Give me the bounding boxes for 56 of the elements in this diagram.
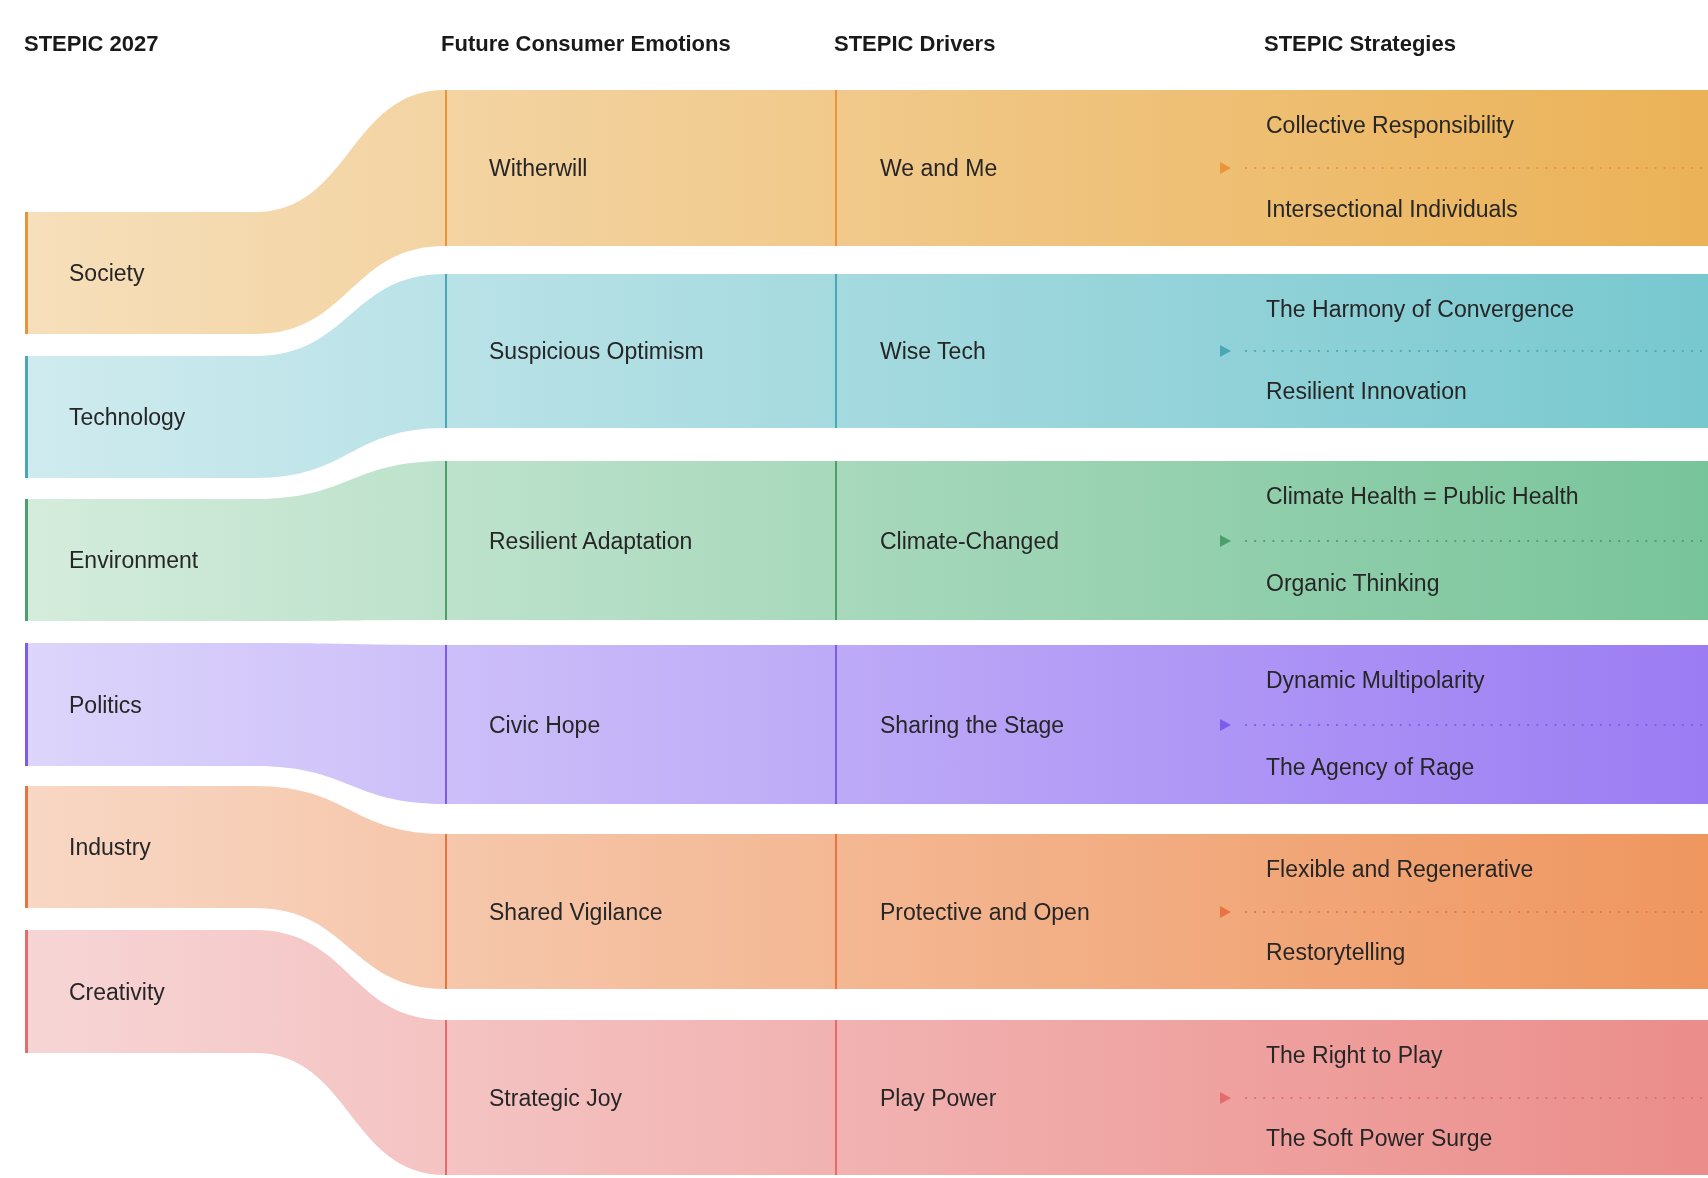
driver-label: Play Power	[880, 1083, 997, 1113]
strategy-label: The Harmony of Convergence	[1266, 294, 1575, 324]
emotion-band	[445, 90, 835, 246]
strategy-label: Restorytelling	[1266, 937, 1406, 967]
emotion-band	[445, 1020, 835, 1175]
strategy-label: Collective Responsibility	[1266, 110, 1514, 140]
driver-band	[835, 274, 1708, 428]
emotion-label: Shared Vigilance	[489, 897, 663, 927]
flow-ribbon	[255, 930, 445, 1175]
flow-ribbon	[255, 643, 445, 804]
emotion-label: Resilient Adaptation	[489, 526, 693, 556]
emotion-label: Civic Hope	[489, 710, 601, 740]
category-box	[25, 786, 255, 908]
strategy-label: Resilient Innovation	[1266, 376, 1467, 406]
category-box	[25, 499, 255, 621]
strategy-label: The Soft Power Surge	[1266, 1123, 1493, 1153]
driver-label: Climate-Changed	[880, 526, 1059, 556]
driver-band	[835, 1020, 1708, 1175]
column-header: STEPIC 2027	[24, 30, 159, 58]
strategy-label: Flexible and Regenerative	[1266, 854, 1534, 884]
strategy-label: Dynamic Multipolarity	[1266, 665, 1485, 695]
driver-label: Protective and Open	[880, 897, 1090, 927]
driver-label: Wise Tech	[880, 337, 986, 366]
emotion-band	[445, 274, 835, 428]
category-label: Technology	[69, 403, 186, 432]
category-box	[25, 930, 255, 1053]
column-header: STEPIC Drivers	[834, 30, 996, 58]
column-header: STEPIC Strategies	[1264, 30, 1456, 58]
strategy-label: The Agency of Rage	[1266, 752, 1475, 782]
category-label: Politics	[69, 690, 142, 720]
column-header: Future Consumer Emotions	[441, 30, 731, 58]
flow-ribbon	[255, 90, 445, 334]
driver-band	[835, 90, 1708, 246]
flow-ribbon	[255, 461, 445, 621]
category-label: Environment	[69, 546, 199, 575]
strategy-label: Climate Health = Public Health	[1266, 481, 1579, 511]
category-box	[25, 356, 255, 478]
driver-band	[835, 645, 1708, 804]
emotion-band	[445, 834, 835, 989]
emotion-label: Suspicious Optimism	[489, 337, 704, 366]
category-label: Industry	[69, 833, 151, 862]
strategy-label: Organic Thinking	[1266, 568, 1440, 598]
driver-band	[835, 461, 1708, 620]
category-box	[25, 643, 255, 766]
driver-label: Sharing the Stage	[880, 710, 1065, 740]
strategy-label: Intersectional Individuals	[1266, 194, 1518, 224]
category-label: Creativity	[69, 977, 165, 1007]
driver-label: We and Me	[880, 154, 998, 183]
category-box	[25, 212, 255, 334]
driver-band	[835, 834, 1708, 989]
strategy-label: The Right to Play	[1266, 1040, 1443, 1070]
category-label: Society	[69, 259, 145, 288]
flow-ribbon	[255, 786, 445, 989]
emotion-label: Witherwill	[489, 154, 588, 183]
flow-ribbon	[255, 274, 445, 478]
emotion-label: Strategic Joy	[489, 1083, 622, 1113]
